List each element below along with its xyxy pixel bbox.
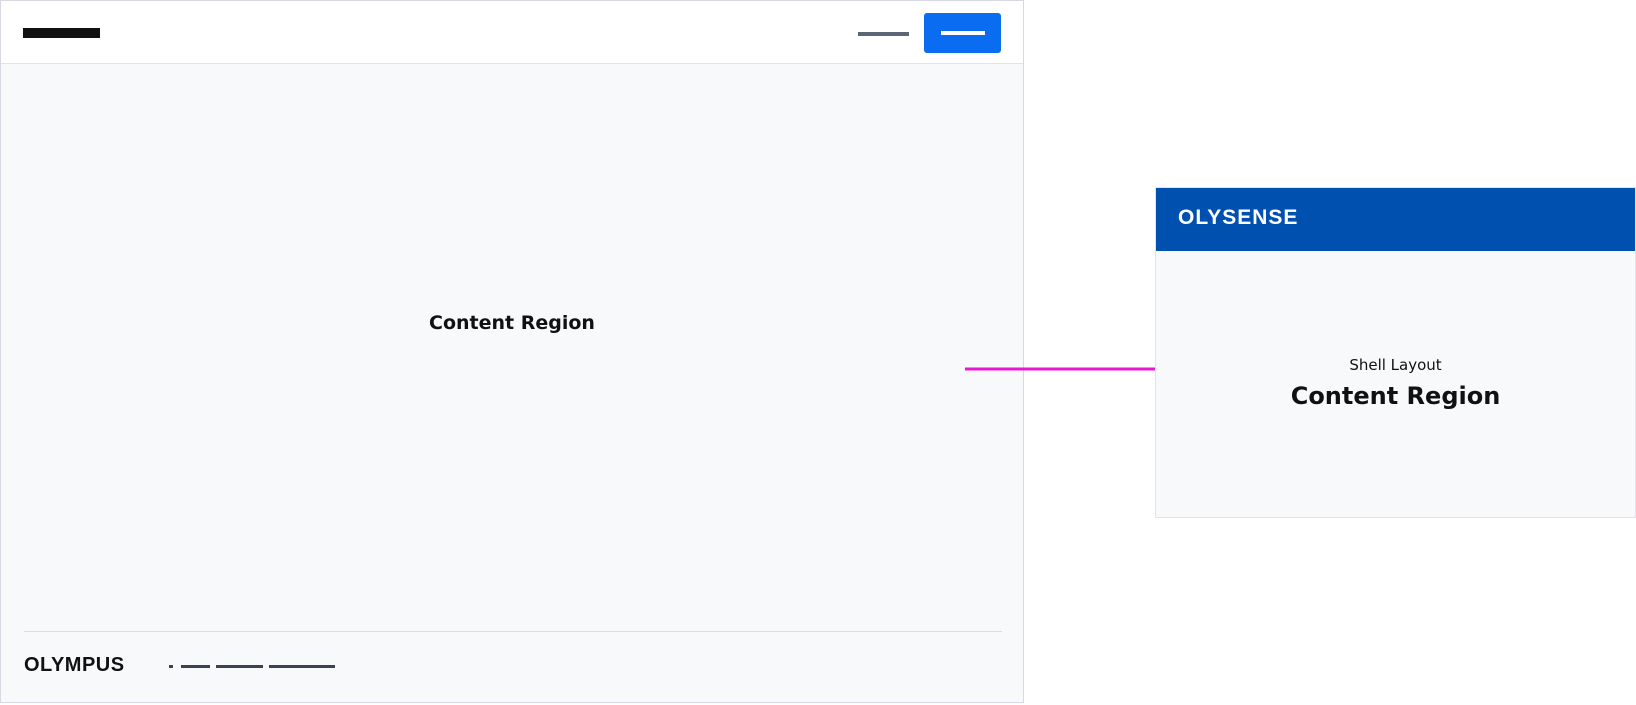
footer-link-placeholder[interactable] (181, 665, 210, 668)
shell-layout-frame: OLYSENSE Shell Layout Content Region (1155, 187, 1636, 518)
nav-link-placeholder[interactable] (858, 32, 909, 36)
olysense-logo: OLYSENSE (1178, 206, 1299, 229)
shell-content-label: Content Region (1290, 382, 1501, 410)
action-button[interactable] (924, 13, 1001, 53)
olympus-logo: OLYMPUS (24, 654, 125, 676)
footer-divider (24, 631, 1002, 632)
legacy-layout-frame: Content Region OLYMPUS (0, 0, 1024, 703)
title-placeholder (23, 28, 100, 38)
footer-link-placeholder[interactable] (216, 665, 263, 668)
shell-layout-label: Shell Layout (1349, 356, 1442, 374)
footer-link-placeholder[interactable] (169, 665, 173, 668)
legacy-content-label: Content Region (429, 312, 595, 334)
legacy-header (1, 1, 1023, 64)
footer-link-placeholder[interactable] (269, 665, 335, 668)
button-label-placeholder (941, 31, 985, 35)
shell-header: OLYSENSE (1156, 188, 1635, 251)
